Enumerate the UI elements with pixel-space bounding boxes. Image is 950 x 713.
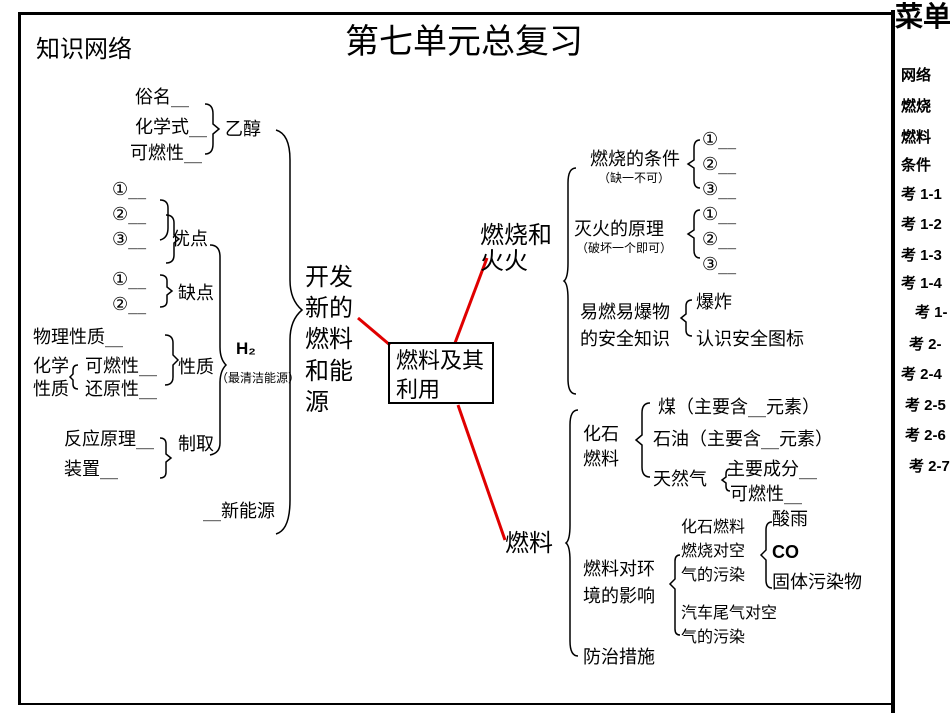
menu-item[interactable]: 燃料 xyxy=(901,129,932,146)
h2-label: H₂ xyxy=(236,339,256,358)
menu-item[interactable]: 考 2-6 xyxy=(905,427,946,444)
braces xyxy=(68,103,773,657)
menu-item[interactable]: 燃烧 xyxy=(901,98,932,115)
chem-label-2: 性质 xyxy=(33,379,69,400)
con-item: ②__ xyxy=(112,294,147,315)
pollutant: CO xyxy=(772,542,799,562)
coal: 煤（主要含__元素） xyxy=(658,397,820,418)
pro-item: ①__ xyxy=(112,179,147,200)
h2-note: （最清洁能源） xyxy=(216,371,301,385)
gas-item: 可燃性__ xyxy=(730,484,802,505)
divider xyxy=(891,10,895,713)
env-label-1: 燃料对环 xyxy=(583,559,655,580)
page-title: 第七单元总复习 xyxy=(345,22,583,62)
cond-item: ③__ xyxy=(702,179,737,200)
chem-label-1: 化学 xyxy=(33,356,69,377)
menu-item[interactable]: 考 1-3 xyxy=(901,247,942,264)
menu-item[interactable]: 考 1-2 xyxy=(901,216,942,233)
fossil-label-2: 燃料 xyxy=(583,449,619,470)
pollutant: 酸雨 xyxy=(772,509,808,530)
fuel-root: 燃料 xyxy=(505,529,553,557)
connectors xyxy=(357,257,507,541)
menu-item[interactable]: 条件 xyxy=(901,157,932,174)
ethanol-item: 俗名__ xyxy=(135,87,189,108)
menu-item[interactable]: 网络 xyxy=(901,67,932,84)
safe-item: 认识安全图标 xyxy=(696,329,804,350)
pro-item: ②__ xyxy=(112,204,147,225)
env-a: 化石燃料 xyxy=(681,517,746,536)
env-a: 燃烧对空 xyxy=(681,541,746,560)
safe-label-2: 的安全知识 xyxy=(580,329,670,350)
make-label: 制取 xyxy=(178,434,214,455)
menu-item[interactable]: 考 1-1 xyxy=(901,186,942,203)
env-b: 气的污染 xyxy=(681,627,746,646)
slide-frame xyxy=(18,12,894,705)
pros-label: 优点 xyxy=(172,229,208,250)
ext-label: 灭火的原理 xyxy=(574,219,664,240)
menu-item[interactable]: 考 1-4 xyxy=(901,275,942,292)
menu-item[interactable]: 考 2-4 xyxy=(901,366,942,383)
cond-item: ①__ xyxy=(702,129,737,150)
cond-item: ②__ xyxy=(702,154,737,175)
menu-item[interactable]: 考 2-7 xyxy=(909,458,950,475)
new-energy: __新能源 xyxy=(203,501,275,522)
menu-title: 菜单 xyxy=(895,0,950,33)
ethanol-item: 化学式__ xyxy=(135,117,207,138)
make-item: 装置__ xyxy=(64,459,118,480)
menu-item[interactable]: 考 1- xyxy=(915,304,948,321)
env-a: 气的污染 xyxy=(681,565,746,584)
prevent: 防治措施 xyxy=(583,647,655,668)
ethanol-label: 乙醇 xyxy=(225,119,261,140)
cond-label: 燃烧的条件 xyxy=(590,149,680,170)
fossil-label-1: 化石 xyxy=(583,424,619,445)
props-label: 性质 xyxy=(178,357,214,378)
cond-note: （缺一不可） xyxy=(598,171,671,185)
ext-item: ②__ xyxy=(702,229,737,250)
ethanol-item: 可燃性__ xyxy=(130,143,202,164)
chem-item: 可燃性__ xyxy=(85,356,157,377)
menu-panel: 菜单 网络 燃烧 燃料 条件 考 1-1 考 1-2 考 1-3 考 1-4 考… xyxy=(895,0,950,713)
physical-prop: 物理性质__ xyxy=(33,327,123,348)
gas: 天然气 xyxy=(653,469,707,490)
gas-item: 主要成分__ xyxy=(727,459,817,480)
menu-item[interactable]: 考 2-5 xyxy=(905,397,946,414)
center-node: 燃料及其利用 xyxy=(388,342,494,404)
ext-item: ①__ xyxy=(702,204,737,225)
env-b: 汽车尾气对空 xyxy=(681,603,778,622)
section-label: 知识网络 xyxy=(36,35,132,63)
pollutant: 固体污染物 xyxy=(772,572,862,593)
fire-root: 燃烧和火火 xyxy=(480,221,552,276)
pro-item: ③__ xyxy=(112,229,147,250)
ext-note: （破坏一个即可） xyxy=(576,241,673,255)
safe-item: 爆炸 xyxy=(696,292,732,313)
env-label-2: 境的影响 xyxy=(583,586,655,607)
oil: 石油（主要含__元素） xyxy=(653,429,833,450)
safe-label-1: 易燃易爆物 xyxy=(580,302,670,323)
menu-item[interactable]: 考 2- xyxy=(909,336,942,353)
ext-item: ③__ xyxy=(702,254,737,275)
chem-item: 还原性__ xyxy=(85,379,157,400)
make-item: 反应原理__ xyxy=(64,429,154,450)
con-item: ①__ xyxy=(112,269,147,290)
cons-label: 缺点 xyxy=(178,283,214,304)
left-root: 开发新的燃料和能源 xyxy=(305,263,353,416)
